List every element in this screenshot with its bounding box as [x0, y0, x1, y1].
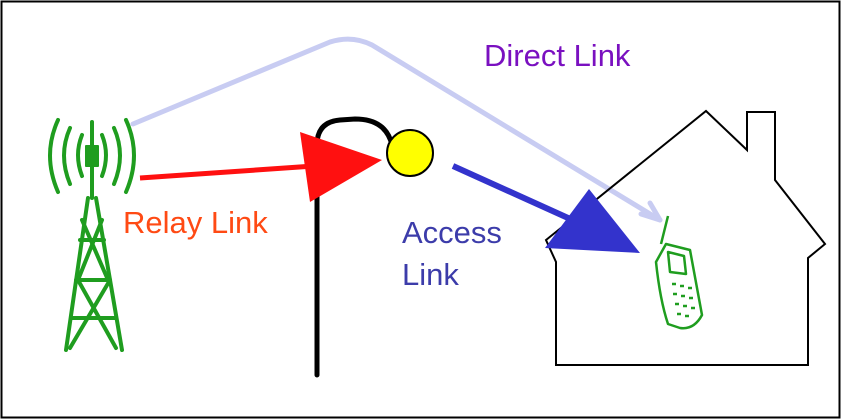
relay-pole — [314, 116, 395, 378]
relay-link-arrowhead — [300, 132, 382, 202]
access-link-label-line1: Access — [402, 215, 502, 250]
relay-station-icon — [386, 129, 434, 177]
mobile-phone-icon — [654, 215, 704, 330]
cell-tower-icon — [48, 118, 136, 352]
access-link-label-line2: Link — [402, 257, 459, 292]
direct-link-label: Direct Link — [484, 38, 631, 73]
relay-link-arrow — [139, 163, 315, 181]
direct-link-arrow — [130, 36, 663, 223]
relay-link-label: Relay Link — [123, 205, 268, 240]
access-link-arrow — [451, 163, 590, 230]
house-icon — [544, 109, 827, 366]
direct-link-arrowhead — [638, 200, 663, 223]
access-link-arrowhead — [545, 189, 640, 253]
